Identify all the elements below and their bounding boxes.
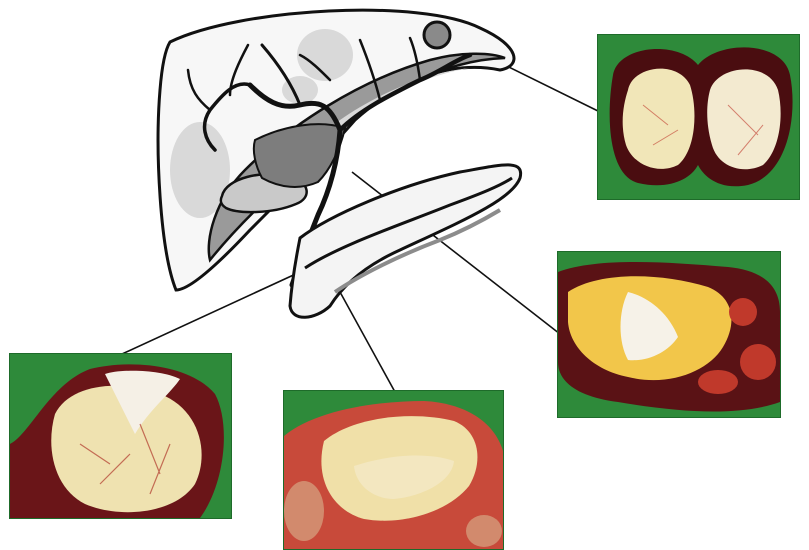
photo-hilar-tumor (557, 251, 781, 418)
photo-distal-duct-tumor (9, 353, 232, 519)
photo-pancreatic-tumor (283, 390, 504, 550)
connector-line-bottom-left (122, 272, 300, 354)
liver-tumor-marker (424, 22, 450, 48)
connector-line-bottom-mid (340, 292, 395, 392)
pancreas (290, 165, 521, 317)
photo-liver-mass (597, 34, 800, 200)
